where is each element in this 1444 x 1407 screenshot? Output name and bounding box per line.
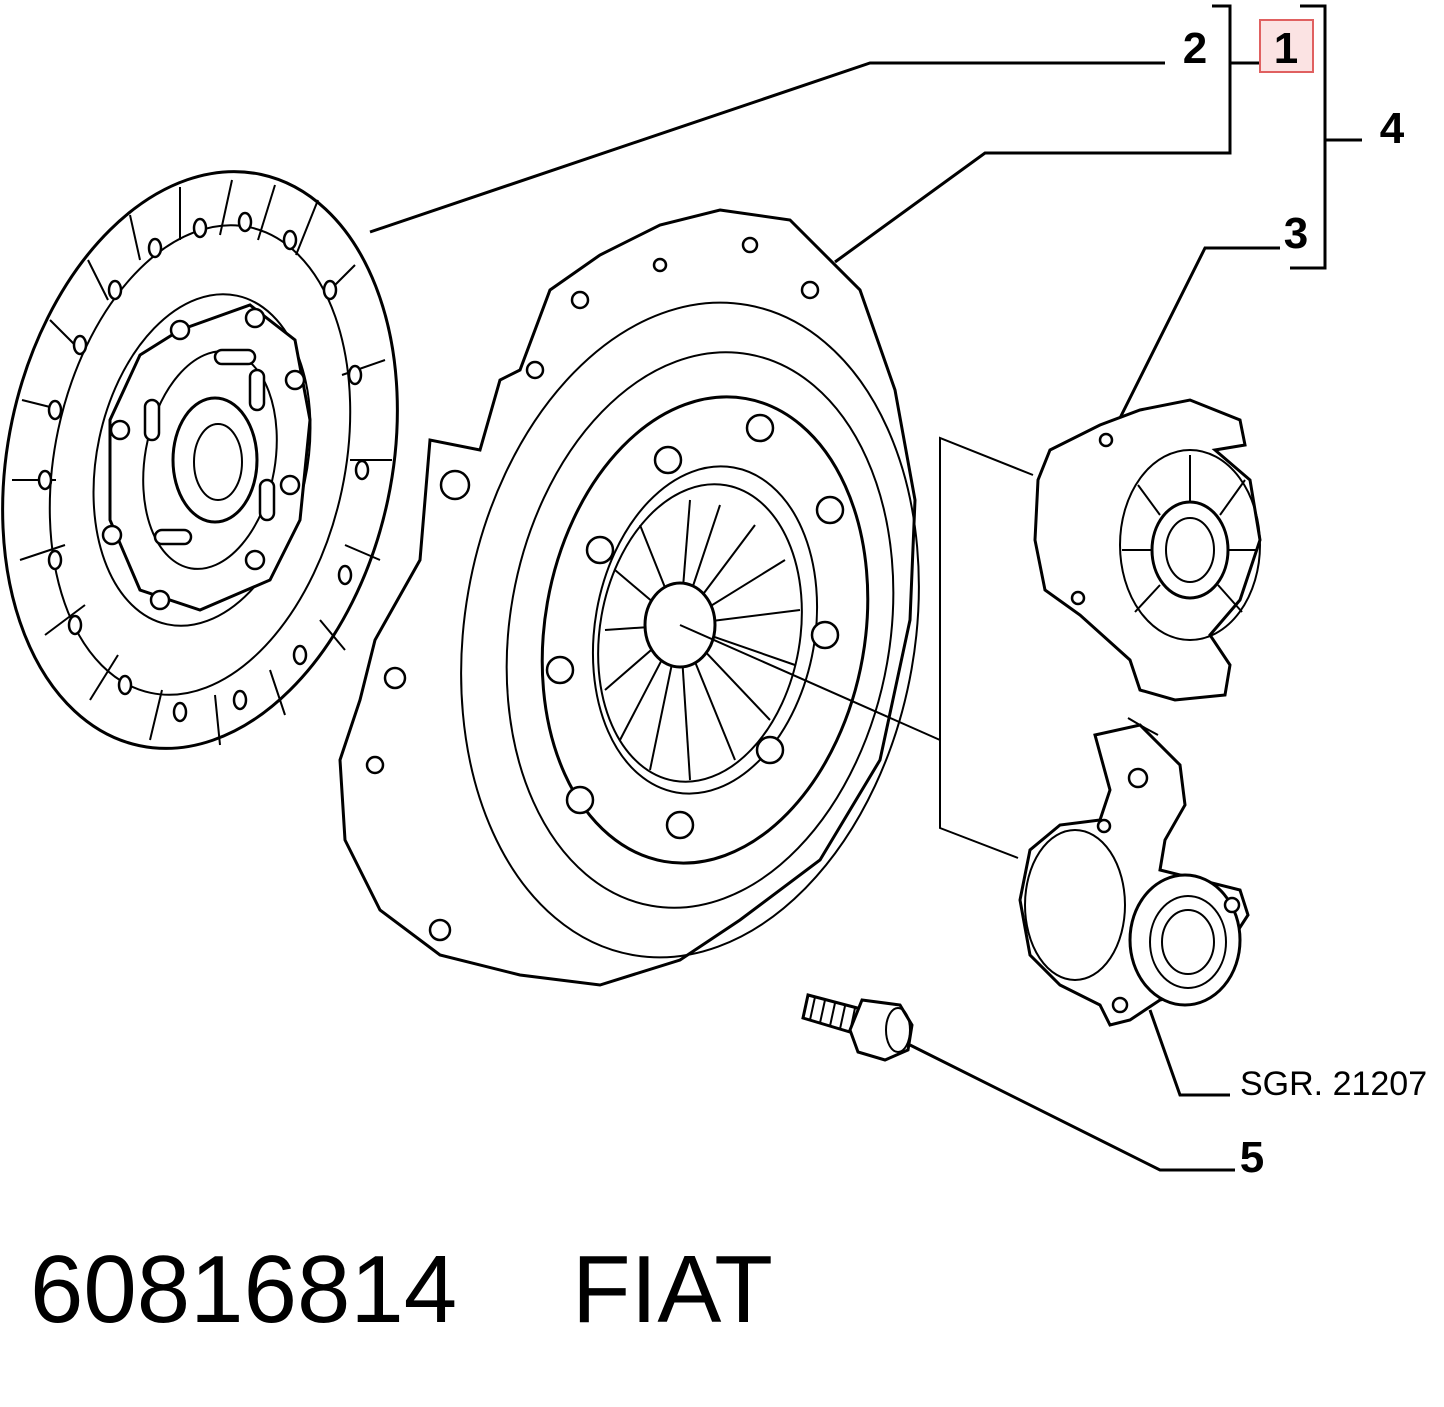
callout-5[interactable]: 5 — [1240, 1133, 1264, 1182]
leader-lines — [369, 4, 1362, 1172]
bearing-ribs — [1122, 455, 1258, 613]
callout-1-highlight — [1259, 19, 1314, 73]
part-number: 60816814 — [30, 1236, 457, 1343]
clutch-disc — [1, 170, 399, 750]
concentric-slave-cylinder — [1018, 717, 1250, 1027]
release-bearing — [1033, 398, 1262, 702]
pressure-plate — [338, 208, 920, 987]
disc-hub — [101, 303, 312, 612]
subgroup-reference[interactable]: SGR. 21207 — [1240, 1065, 1427, 1103]
callout-3[interactable]: 3 — [1284, 209, 1308, 258]
disc-rivets — [37, 211, 370, 723]
callout-1-group[interactable]: 1 — [1259, 19, 1314, 73]
callout-1: 1 — [1274, 24, 1298, 73]
callout-2[interactable]: 2 — [1183, 24, 1207, 73]
plate-holes — [365, 236, 845, 942]
bolt — [801, 993, 914, 1062]
callout-4[interactable]: 4 — [1380, 104, 1405, 153]
brand-name: FIAT — [572, 1236, 773, 1343]
